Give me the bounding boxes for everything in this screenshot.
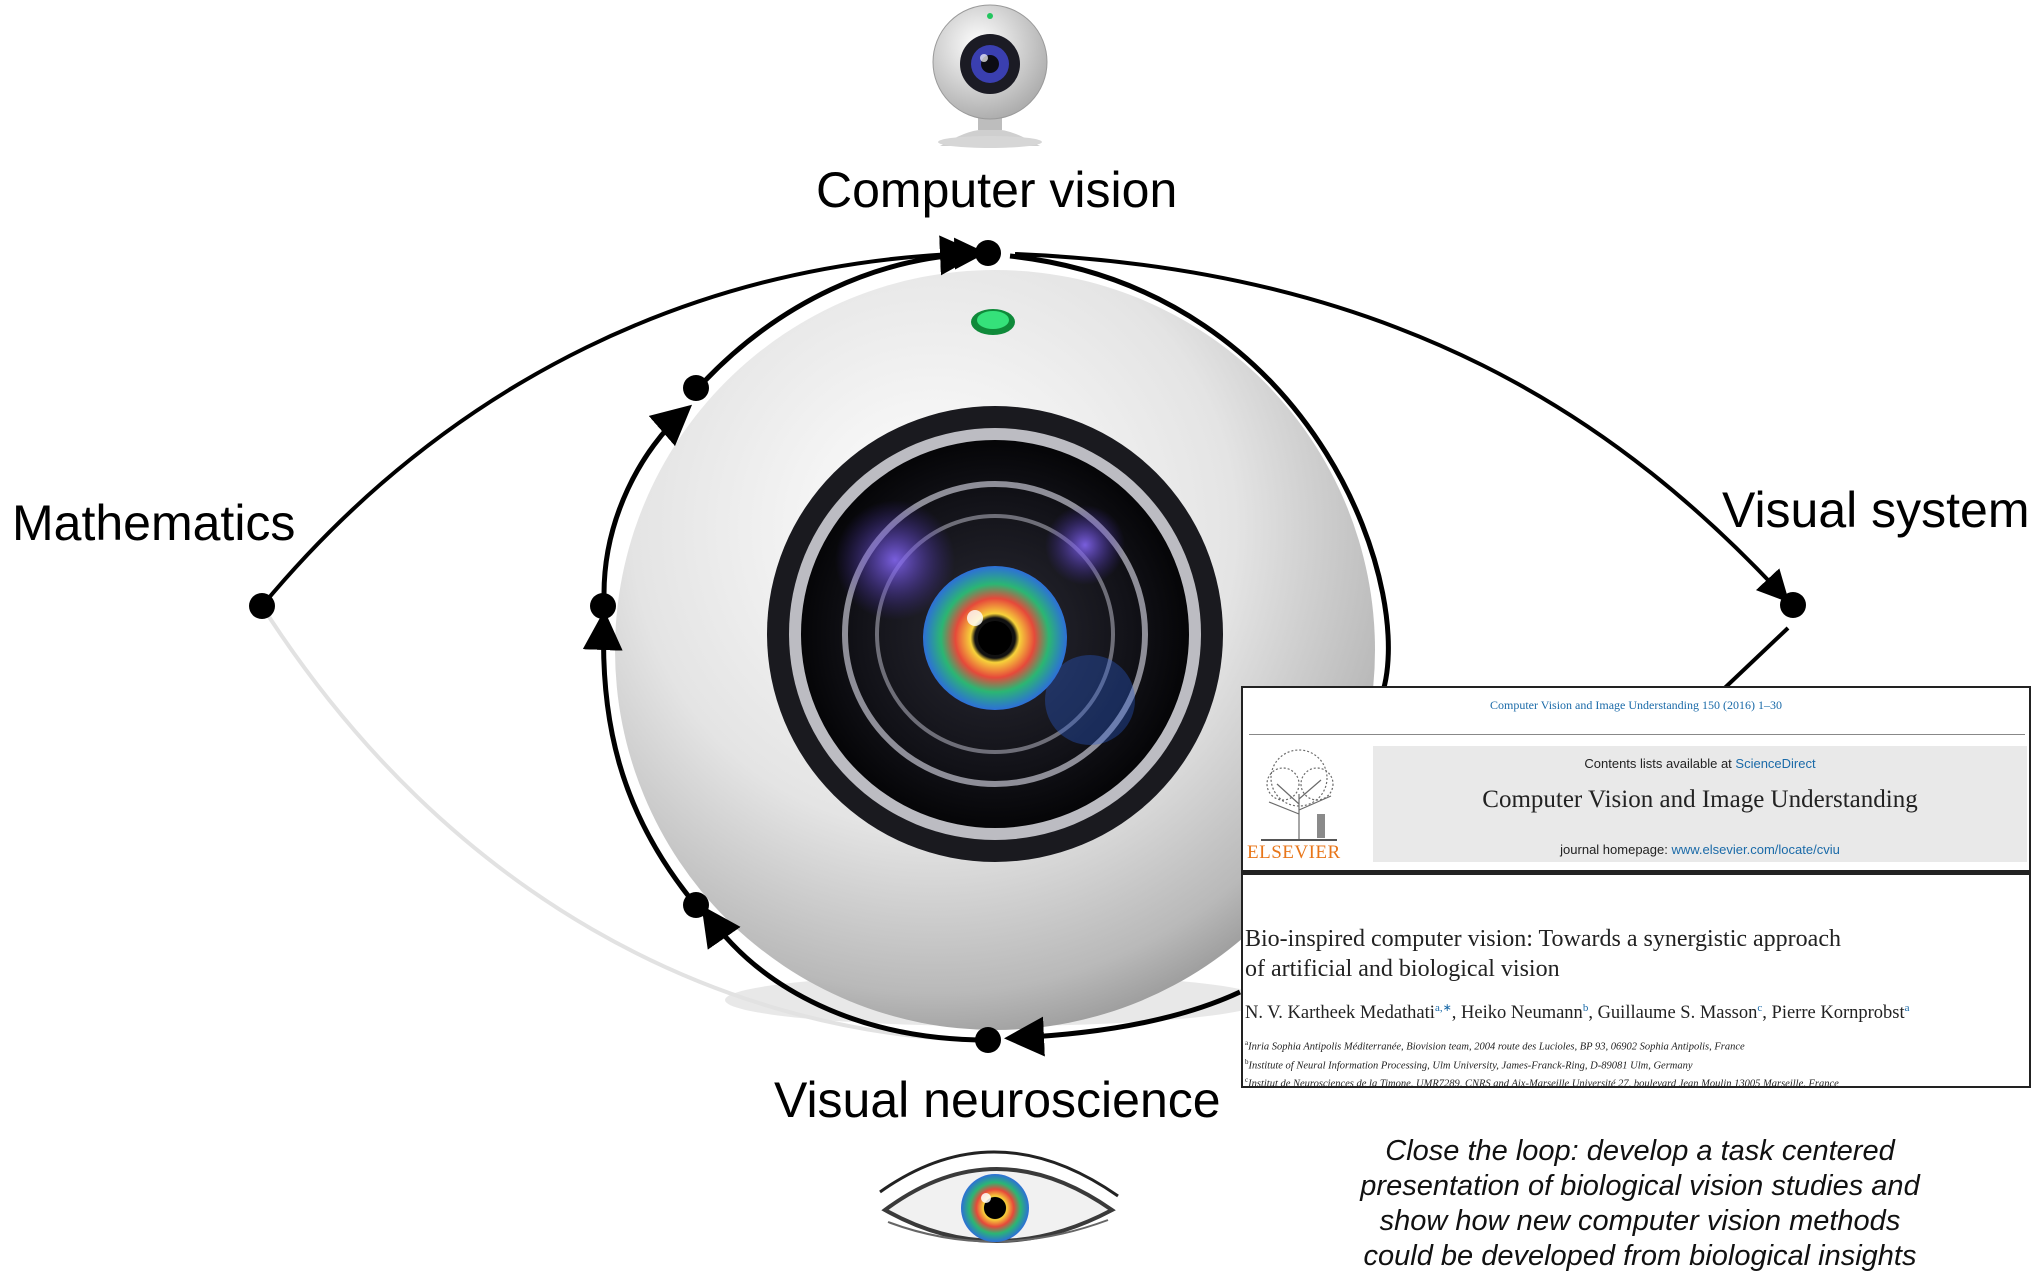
node-inner-left xyxy=(590,593,616,619)
paper-authors: N. V. Kartheek Medathatia,∗, Heiko Neuma… xyxy=(1245,1001,1910,1024)
loop-caption: Close the loop: develop a task centered … xyxy=(1300,1134,1980,1274)
node-visual-system xyxy=(1780,592,1806,618)
author-separator: , xyxy=(1588,1003,1598,1024)
webcam-icon xyxy=(932,4,1048,148)
paper-affiliations: aInria Sophia Antipolis Méditerranée, Bi… xyxy=(1245,1036,1839,1088)
node-visual-neuroscience xyxy=(975,1027,1001,1053)
node-inner-lower-left xyxy=(683,892,709,918)
affiliation-mark: b xyxy=(1245,1057,1249,1066)
node-inner-upper-left xyxy=(683,375,709,401)
nodes xyxy=(249,240,1806,1053)
affiliation-text: Institut de Neurosciences de la Timone, … xyxy=(1248,1078,1839,1088)
node-computer-vision xyxy=(975,240,1001,266)
author-name: Pierre Kornprobst xyxy=(1771,1003,1905,1024)
affiliation-mark: a xyxy=(1245,1039,1249,1047)
affiliation-line: aInria Sophia Antipolis Méditerranée, Bi… xyxy=(1245,1036,1839,1055)
author-mark: b xyxy=(1582,1002,1589,1014)
affiliation-mark: c xyxy=(1245,1076,1249,1084)
eye-icon xyxy=(879,1150,1119,1243)
author-mark: a xyxy=(1904,1002,1910,1014)
label-visual-neuroscience: Visual neuroscience xyxy=(774,1072,1221,1128)
caption-line: show how new computer vision methods xyxy=(1379,1205,1901,1237)
affiliation-text: Institute of Neural Information Processi… xyxy=(1248,1060,1693,1071)
divider xyxy=(1249,734,2025,735)
outer-arrows xyxy=(260,237,1790,1057)
label-visual-system: Visual system xyxy=(1722,482,2030,538)
author-mark: a,∗ xyxy=(1434,1002,1452,1014)
elsevier-tree-logo xyxy=(1247,744,1351,848)
publisher-name: ELSEVIER xyxy=(1247,842,1341,863)
affiliation-line: cInstitut de Neurosciences de la Timone,… xyxy=(1245,1073,1839,1088)
affiliation-line: bInstitute of Neural Information Process… xyxy=(1245,1055,1839,1074)
paper-title-line: of artificial and biological vision xyxy=(1245,956,1560,982)
camera-sphere-icon xyxy=(615,270,1375,1030)
journal-banner: Contents lists available at ScienceDirec… xyxy=(1373,746,2027,862)
paper-header-card: Computer Vision and Image Understanding … xyxy=(1241,686,2031,1088)
paper-title: Bio-inspired computer vision: Towards a … xyxy=(1245,924,2005,984)
label-mathematics: Mathematics xyxy=(12,495,296,551)
inner-arrows xyxy=(582,235,1391,1043)
author-separator: , xyxy=(1762,1003,1772,1024)
node-mathematics xyxy=(249,593,275,619)
author-name: Guillaume S. Masson xyxy=(1597,1003,1758,1024)
journal-title: Computer Vision and Image Understanding xyxy=(1482,786,1918,813)
affiliation-text: Inria Sophia Antipolis Méditerranée, Bio… xyxy=(1248,1041,1745,1053)
paper-title-line: Bio-inspired computer vision: Towards a … xyxy=(1245,926,1841,952)
label-computer-vision: Computer vision xyxy=(816,162,1178,218)
caption-line: Close the loop: develop a task centered xyxy=(1385,1135,1895,1167)
paper-citation: Computer Vision and Image Understanding … xyxy=(1489,698,1782,712)
homepage-prefix: journal homepage: xyxy=(1560,842,1672,857)
contents-line: Contents lists available at ScienceDirec… xyxy=(1373,756,2027,771)
author-separator: , xyxy=(1451,1003,1462,1024)
author-mark: c xyxy=(1757,1002,1763,1014)
contents-prefix: Contents lists available at xyxy=(1584,756,1736,771)
caption-line: presentation of biological vision studie… xyxy=(1360,1170,1920,1202)
author-name: Heiko Neumann xyxy=(1461,1003,1583,1024)
journal-homepage-link[interactable]: www.elsevier.com/locate/cviu xyxy=(1671,842,1840,857)
homepage-line: journal homepage: www.elsevier.com/locat… xyxy=(1373,842,2027,857)
caption-line: could be developed from biological insig… xyxy=(1363,1240,1917,1272)
author-name: N. V. Kartheek Medathati xyxy=(1245,1003,1435,1024)
divider-thick xyxy=(1243,870,2029,875)
sciencedirect-link[interactable]: ScienceDirect xyxy=(1735,756,1816,771)
